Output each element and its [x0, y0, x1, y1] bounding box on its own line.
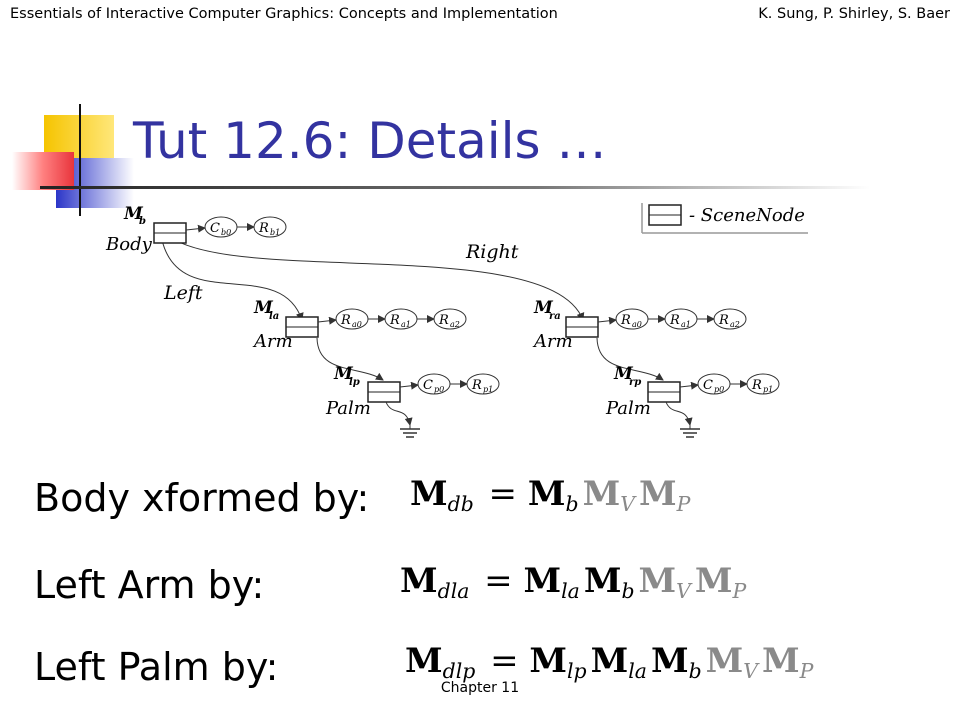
- svg-text:ra: ra: [549, 311, 561, 322]
- scene-node-body: M b Body C b0 R b1: [105, 204, 287, 255]
- svg-text:M: M: [123, 204, 144, 224]
- equals-sign: =: [477, 474, 528, 514]
- header-authors: K. Sung, P. Shirley, S. Baer: [758, 6, 950, 22]
- matrix-term: Mla: [590, 641, 647, 684]
- footer-chapter: Chapter 11: [440, 680, 520, 696]
- svg-text:R: R: [258, 221, 269, 236]
- title-divider: [40, 186, 870, 189]
- svg-text:R: R: [340, 313, 351, 328]
- scene-node-right-palm: M rp Palm C p0 R p1: [605, 364, 780, 438]
- matrix-term: MP: [638, 474, 691, 517]
- equation-lhs: Mdla: [400, 561, 470, 604]
- svg-text:b: b: [139, 216, 146, 227]
- matrix-term: Mb: [527, 474, 579, 517]
- svg-text:a1: a1: [401, 320, 411, 329]
- svg-text:b0: b0: [221, 228, 231, 237]
- svg-text:C: C: [703, 378, 713, 393]
- legend: - SceneNode: [641, 203, 808, 234]
- matrix-term: MV: [582, 474, 635, 517]
- svg-text:a2: a2: [450, 320, 460, 329]
- svg-text:R: R: [669, 313, 680, 328]
- svg-text:M: M: [613, 364, 634, 384]
- svg-text:a2: a2: [730, 320, 740, 329]
- svg-text:Body: Body: [105, 234, 153, 255]
- svg-text:Palm: Palm: [605, 398, 651, 419]
- svg-text:M: M: [333, 364, 354, 384]
- matrix-term: MP: [762, 641, 814, 684]
- svg-text:R: R: [620, 313, 631, 328]
- svg-text:p0: p0: [434, 385, 444, 394]
- svg-text:p1: p1: [483, 385, 493, 394]
- svg-text:R: R: [389, 313, 400, 328]
- matrix-term: MV: [705, 641, 759, 684]
- equation-lhs: Mdb: [410, 474, 474, 517]
- label-body: Body xformed by:: [34, 476, 370, 520]
- svg-text:a0: a0: [632, 320, 642, 329]
- edge-right: [169, 236, 585, 321]
- edge-left-label: Left: [163, 282, 203, 304]
- matrix-term: Mb: [650, 641, 702, 684]
- svg-text:a0: a0: [352, 320, 362, 329]
- svg-text:Arm: Arm: [532, 331, 573, 352]
- slide-title: Tut 12.6: Details …: [133, 112, 607, 170]
- matrix-term: Mla: [523, 561, 580, 604]
- matrix-term: MV: [638, 561, 691, 604]
- svg-text:C: C: [423, 378, 433, 393]
- label-left-palm: Left Palm by:: [34, 645, 279, 689]
- edge-left-palm: [316, 337, 384, 381]
- svg-text:R: R: [471, 378, 482, 393]
- edge-right-label: Right: [465, 241, 519, 263]
- svg-text:a1: a1: [681, 320, 691, 329]
- matrix-term: Mb: [583, 561, 635, 604]
- scene-node-right-arm: M ra Arm R a0 R a1 R a2: [532, 298, 747, 352]
- edge-right-palm: [596, 337, 664, 381]
- label-left-arm: Left Arm by:: [34, 563, 265, 607]
- equation-lhs: Mdlp: [405, 641, 476, 684]
- scene-node-left-arm: M la Arm R a0 R a1 R a2: [252, 298, 467, 352]
- svg-text:M: M: [533, 298, 554, 318]
- svg-text:p1: p1: [763, 385, 773, 394]
- svg-text:p0: p0: [714, 385, 724, 394]
- equals-sign: =: [479, 641, 530, 681]
- equals-sign: =: [473, 561, 524, 601]
- svg-text:rp: rp: [629, 377, 641, 388]
- edge-left: [161, 239, 304, 321]
- svg-text:la: la: [269, 311, 279, 322]
- legend-text: - SceneNode: [689, 205, 805, 226]
- svg-text:Palm: Palm: [325, 398, 371, 419]
- scene-node-left-palm: M lp Palm C p0 R p1: [325, 364, 500, 438]
- svg-text:C: C: [210, 221, 220, 236]
- header-course-title: Essentials of Interactive Computer Graph…: [10, 6, 558, 22]
- svg-text:R: R: [751, 378, 762, 393]
- matrix-term: Mlp: [529, 641, 587, 684]
- decorative-logo: [12, 104, 134, 216]
- svg-text:R: R: [718, 313, 729, 328]
- svg-text:R: R: [438, 313, 449, 328]
- svg-text:b1: b1: [270, 228, 280, 237]
- svg-text:lp: lp: [349, 377, 360, 388]
- matrix-term: MP: [694, 561, 747, 604]
- svg-text:M: M: [253, 298, 274, 318]
- scene-graph-diagram: - SceneNode Left Right M b Body C b0 R b…: [105, 203, 808, 438]
- svg-text:Arm: Arm: [252, 331, 293, 352]
